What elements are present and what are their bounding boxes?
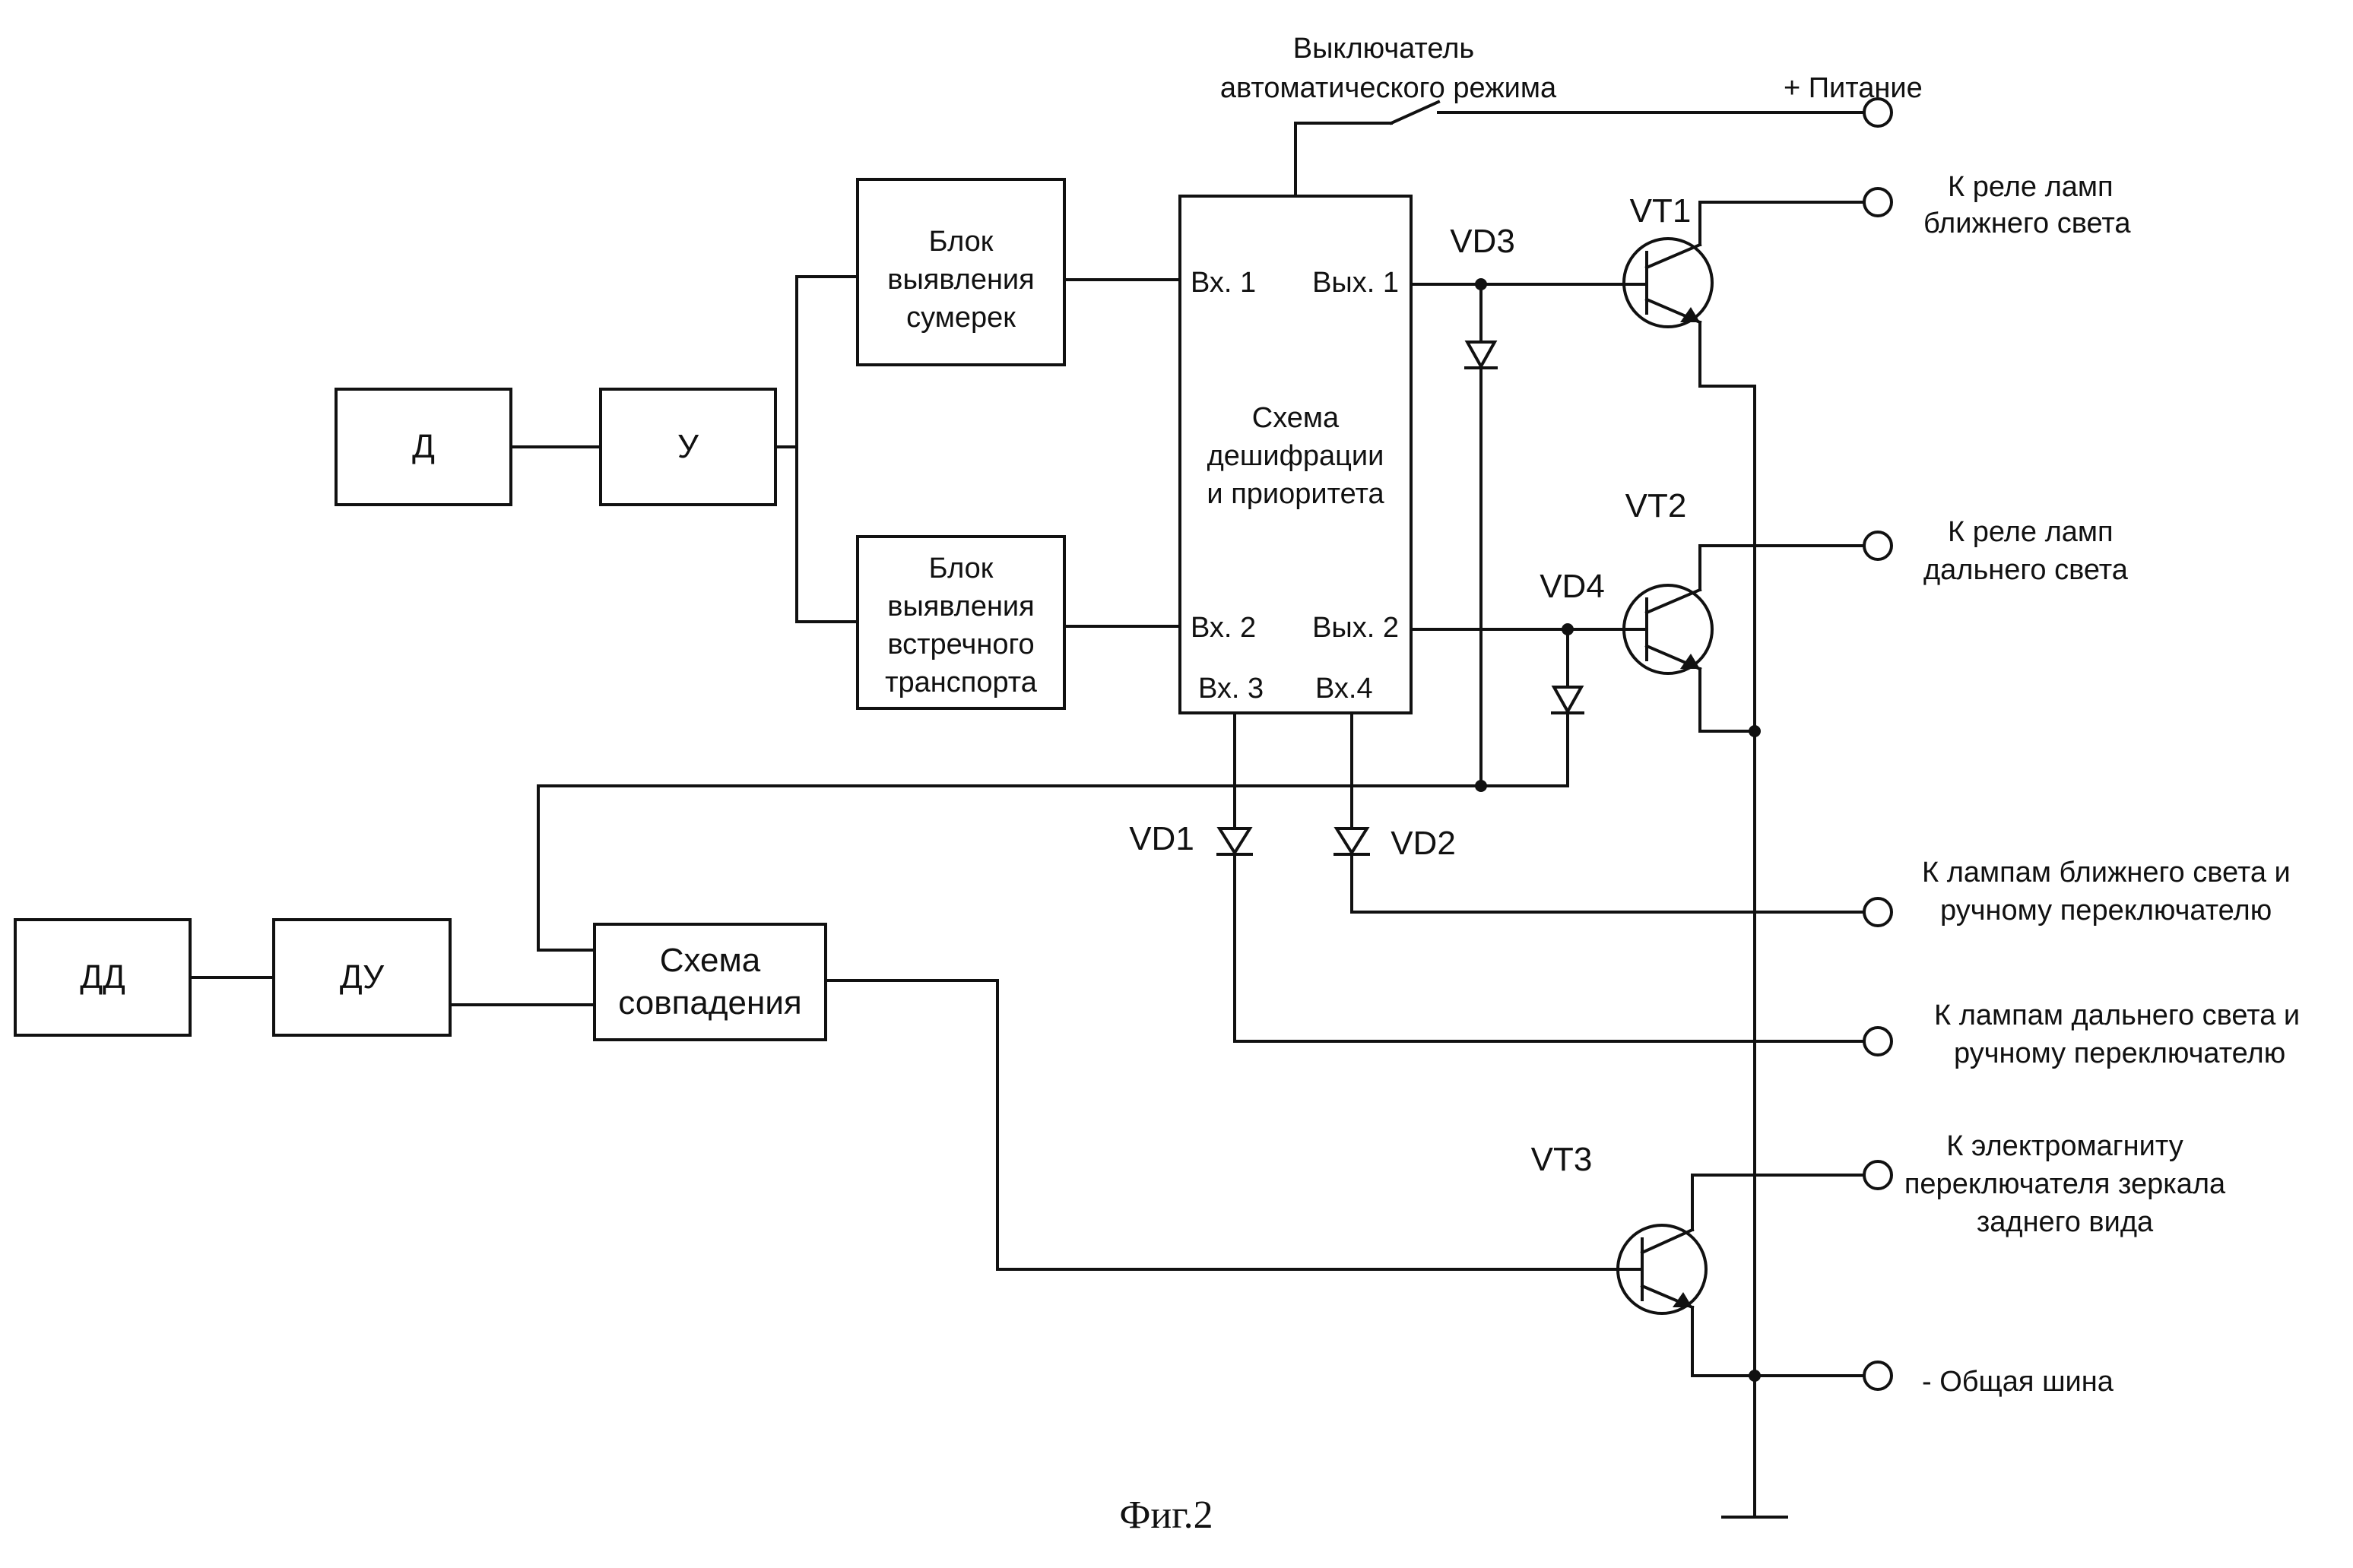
- svg-text:встречного: встречного: [887, 629, 1034, 660]
- block-d: Д: [336, 389, 511, 505]
- label-vt2: VT2: [1625, 487, 1687, 524]
- block-du: ДУ: [274, 920, 450, 1035]
- label-vd2: VD2: [1391, 825, 1456, 862]
- switch-label: Выключатель автоматического режима: [1220, 33, 1557, 104]
- block-decoder-priority: Схема дешифрации и приоритета Вх. 1 Вых.…: [1180, 196, 1411, 713]
- svg-text:совпадения: совпадения: [618, 984, 801, 1022]
- svg-text:транспорта: транспорта: [885, 667, 1038, 698]
- terminal-labels: + Питание К реле ламп ближнего света К р…: [1784, 72, 2300, 1398]
- junction-vt2-emitter: [1749, 725, 1761, 737]
- terminal-common: [1864, 1362, 1892, 1389]
- svg-text:К лампам дальнего света и: К лампам дальнего света и: [1934, 999, 2300, 1031]
- label-vt3: VT3: [1531, 1141, 1593, 1178]
- label-power: + Питание: [1784, 72, 1923, 104]
- label-vd1: VD1: [1129, 820, 1194, 857]
- junction-common-bus: [1749, 1370, 1761, 1382]
- figure-caption: Фиг.2: [1119, 1494, 1213, 1537]
- svg-text:и приоритета: и приоритета: [1207, 478, 1384, 510]
- decoder-out1: Вых. 1: [1312, 267, 1399, 299]
- svg-text:Схема: Схема: [660, 942, 761, 979]
- svg-text:ДД: ДД: [80, 958, 125, 996]
- svg-text:К реле ламп: К реле ламп: [1948, 171, 2114, 203]
- svg-text:ручному переключателю: ручному переключателю: [1954, 1037, 2285, 1069]
- diode-vd1: [1218, 828, 1251, 854]
- diode-vd4: [1552, 687, 1583, 713]
- block-twilight-detector: Блок выявления сумерек: [858, 179, 1064, 365]
- svg-text:ДУ: ДУ: [340, 958, 385, 996]
- transistor-vt2: [1624, 585, 1712, 673]
- svg-text:Выключатель: Выключатель: [1293, 33, 1474, 65]
- svg-text:заднего вида: заднего вида: [1977, 1206, 2154, 1238]
- block-oncoming-detector: Блок выявления встречного транспорта: [858, 537, 1064, 708]
- terminal-low-beam-manual: [1864, 898, 1892, 926]
- svg-text:ближнего света: ближнего света: [1923, 207, 2131, 239]
- decoder-in3: Вх. 3: [1198, 673, 1264, 705]
- block-u: У: [601, 389, 775, 505]
- label-vd4: VD4: [1540, 568, 1605, 605]
- svg-text:автоматического режима: автоматического режима: [1220, 72, 1557, 104]
- decoder-in1: Вх. 1: [1191, 267, 1256, 299]
- terminal-low-beam-relay: [1864, 188, 1892, 216]
- terminal-high-beam-manual: [1864, 1028, 1892, 1055]
- label-common: - Общая шина: [1922, 1366, 2114, 1398]
- svg-text:сумерек: сумерек: [906, 302, 1016, 334]
- svg-text:К электромагниту: К электромагниту: [1946, 1130, 2183, 1162]
- transistor-vt3: [1618, 1225, 1706, 1313]
- decoder-in2: Вх. 2: [1191, 612, 1256, 644]
- block-dd: ДД: [15, 920, 190, 1035]
- junctions: [1475, 278, 1761, 1382]
- svg-text:Блок: Блок: [929, 226, 994, 258]
- junction-vd4-top: [1562, 623, 1574, 635]
- svg-text:Д: Д: [412, 428, 435, 465]
- decoder-in4: Вх.4: [1315, 673, 1373, 705]
- label-vd3: VD3: [1450, 223, 1515, 260]
- svg-text:дальнего света: дальнего света: [1923, 554, 2129, 586]
- transistor-vt1: [1624, 239, 1712, 327]
- diode-vd2: [1335, 828, 1368, 854]
- svg-text:Схема: Схема: [1252, 402, 1340, 434]
- svg-text:переключателя зеркала: переключателя зеркала: [1904, 1168, 2226, 1200]
- svg-text:дешифрации: дешифрации: [1207, 440, 1384, 472]
- svg-text:Блок: Блок: [929, 553, 994, 584]
- label-vt1: VT1: [1630, 192, 1692, 230]
- svg-text:выявления: выявления: [887, 264, 1035, 296]
- junction-vd3-bottom: [1475, 780, 1487, 792]
- terminals: [1864, 99, 1892, 1389]
- svg-text:К реле ламп: К реле ламп: [1948, 516, 2114, 548]
- svg-text:ручному переключателю: ручному переключателю: [1940, 895, 2272, 927]
- diode-vd3: [1466, 342, 1496, 368]
- terminal-mirror: [1864, 1161, 1892, 1189]
- junction-vd3-top: [1475, 278, 1487, 290]
- svg-text:У: У: [677, 428, 699, 465]
- terminal-high-beam-relay: [1864, 532, 1892, 559]
- block-coincidence: Схема совпадения: [595, 924, 826, 1040]
- decoder-out2: Вых. 2: [1312, 612, 1399, 644]
- svg-text:К лампам ближнего света и: К лампам ближнего света и: [1922, 857, 2291, 889]
- svg-text:выявления: выявления: [887, 591, 1035, 622]
